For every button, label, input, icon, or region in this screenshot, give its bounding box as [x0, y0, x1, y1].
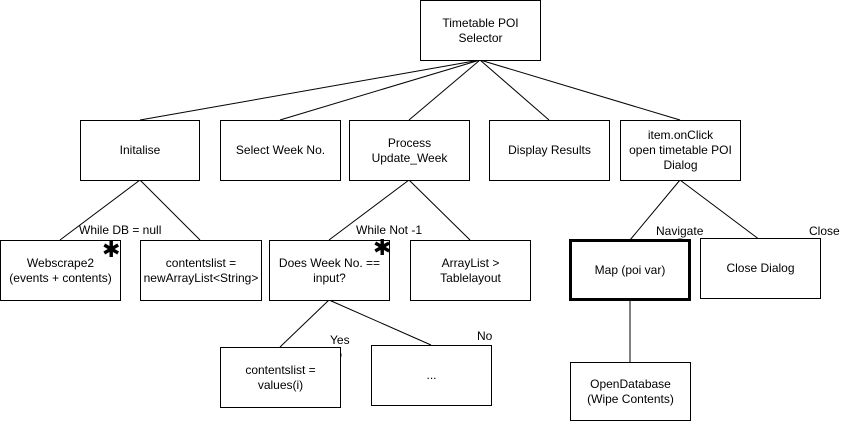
node-display-results: Display Results [489, 120, 610, 181]
node-open-database: OpenDatabase (Wipe Contents) [570, 362, 691, 421]
edge-root-onclick [479, 59, 681, 121]
asterisk-icon: ✱ [102, 237, 121, 262]
edge-root-select-week [279, 59, 481, 121]
edge-onclick-map [629, 179, 681, 241]
node-arraylist-tablelayout: ArrayList > Tablelayout [410, 240, 531, 301]
label-navigate: Navigate [656, 224, 704, 238]
edge-does-week-no [328, 299, 432, 346]
edge-process-does-week [328, 179, 410, 241]
node-process-update-week: Process Update_Week [349, 120, 470, 181]
edge-root-display [479, 59, 550, 121]
node-initalise: Initalise [80, 120, 200, 181]
node-does-week-no: Does Week No. == input? [269, 240, 390, 301]
asterisk-icon: ✱ [373, 235, 392, 260]
edge-root-process [408, 59, 481, 121]
label-no: No [477, 329, 493, 343]
edge-initalise-webscrape [59, 179, 141, 241]
edge-onclick-close [679, 179, 761, 241]
node-timetable-poi-selector: Timetable POI Selector [420, 0, 541, 61]
edge-process-arraylist [408, 179, 471, 241]
node-contentslist-values: contentslist = values(i) [220, 347, 341, 408]
node-select-week: Select Week No. [220, 120, 341, 181]
edge-does-week-yes [279, 299, 330, 348]
label-while-not-1: While Not -1 [356, 223, 423, 237]
node-webscrape: Webscrape2 (events + contents) [0, 240, 121, 301]
label-yes: Yes [330, 333, 350, 347]
node-map-poi-var: Map (poi var) [569, 239, 691, 301]
label-while-db-null: While DB = null [79, 223, 162, 237]
node-item-onclick: item.onClick open timetable POI Dialog [620, 120, 741, 181]
edge-root-initalise [139, 59, 481, 121]
node-contentslist-new: contentslist = newArrayList<String> [140, 240, 262, 301]
edge-initalise-contentslist [139, 179, 201, 241]
node-close-dialog: Close Dialog [700, 238, 821, 299]
node-ellipsis: ... [371, 345, 492, 406]
label-close: Close [809, 224, 840, 238]
